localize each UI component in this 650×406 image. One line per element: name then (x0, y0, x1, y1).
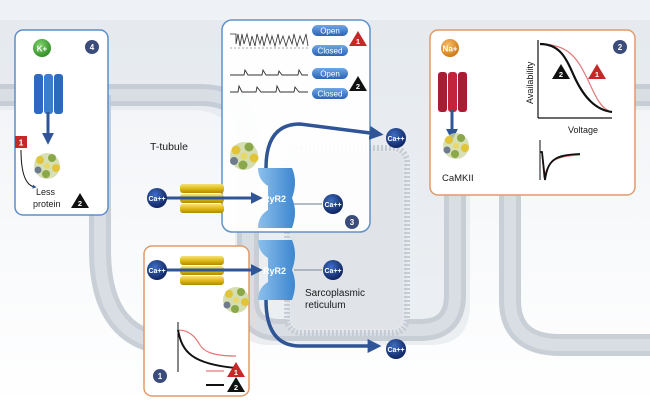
recording-trace-2 (230, 68, 308, 93)
svg-text:2: 2 (78, 199, 82, 208)
marker-1-icon: 1 (349, 31, 367, 46)
calcium-ion-icon: Ca++ (386, 339, 406, 359)
svg-text:Ca++: Ca++ (387, 136, 404, 143)
calcium-ion-icon: Ca++ (147, 188, 167, 208)
open-pill-1 (312, 25, 348, 36)
panel-number-4-label: 4 (90, 43, 95, 52)
ltype-channel-lower-icon (180, 256, 224, 285)
svg-text:Open: Open (320, 27, 340, 36)
svg-text:2: 2 (618, 43, 623, 52)
marker-2-icon: 2 (71, 193, 89, 208)
availability-axis-label: Availability (525, 61, 535, 104)
sodium-channel-icon (438, 72, 467, 112)
closed-pill-1 (312, 45, 348, 56)
camkii-complex-icon (34, 153, 60, 179)
svg-text:1: 1 (158, 372, 163, 381)
ltype-current-trace (177, 322, 237, 372)
svg-text:3: 3 (350, 218, 355, 227)
protein-label: protein (33, 199, 61, 209)
sodium-ion-label: Na+ (443, 45, 458, 54)
ryr2-lower: RyR2 (258, 240, 295, 300)
panel-number-4 (85, 40, 99, 54)
marker-1-icon: 1 (588, 64, 606, 79)
svg-text:1: 1 (356, 37, 360, 46)
marker-2-icon: 2 (552, 64, 570, 79)
svg-text:Ca++: Ca++ (148, 196, 165, 203)
sr-label-line1: Sarcoplasmic (305, 288, 365, 299)
panel-number-1 (153, 369, 167, 383)
open-pill-2 (312, 68, 348, 79)
potassium-ion-icon (33, 39, 51, 57)
marker-1-icon: 1 (15, 136, 27, 148)
ryr2-upper: RyR2 (258, 168, 295, 228)
availability-graph: Availability Voltage 2 1 (525, 40, 613, 135)
camkii-complex-icon (230, 142, 259, 170)
closed-pill-2 (312, 88, 348, 99)
ryr2-lower-label: RyR2 (263, 266, 286, 276)
camkii-complex-icon (223, 287, 249, 313)
svg-text:1: 1 (19, 138, 24, 148)
svg-text:1: 1 (595, 70, 599, 79)
potassium-ion-label: K+ (37, 45, 48, 54)
less-label: Less (36, 187, 56, 197)
svg-text:2: 2 (559, 70, 563, 79)
ryr2-upper-label: RyR2 (263, 194, 286, 204)
svg-text:Closed: Closed (318, 47, 343, 56)
svg-text:1: 1 (234, 368, 238, 377)
marker-2-icon: 2 (349, 76, 367, 91)
svg-text:2: 2 (356, 82, 360, 91)
panel-4-potassium: K+ 4 1 Less protein 2 (14, 29, 109, 216)
calcium-ion-icon: Ca++ (323, 194, 343, 214)
calcium-ion-icon: Ca++ (147, 260, 167, 280)
marker-2-icon: 2 (227, 377, 245, 392)
ca-release-arrow-lower (264, 299, 382, 353)
svg-text:Ca++: Ca++ (148, 268, 165, 275)
panel-2-sodium: Na+ 2 CaMKII Availability Voltage (429, 29, 636, 196)
panel-number-3 (345, 215, 359, 229)
ca-release-arrow-upper (264, 122, 384, 169)
calcium-ion-icon: Ca++ (386, 128, 406, 148)
camkii-complex-icon (443, 133, 469, 159)
panel-number-2 (613, 40, 627, 54)
svg-text:Ca++: Ca++ (324, 202, 341, 209)
svg-text:Ca++: Ca++ (387, 347, 404, 354)
camkii-label: CaMKII (442, 173, 474, 184)
svg-text:2: 2 (234, 383, 238, 392)
t-tubule-label: T-tubule (150, 141, 188, 153)
voltage-axis-label: Voltage (568, 125, 598, 135)
sodium-ion-icon (441, 39, 459, 57)
sodium-current-trace (539, 140, 581, 181)
calcium-ion-icon: Ca++ (323, 260, 343, 280)
panel-3-ryr2-recordings: Open Closed 1 Open Closed 2 3 (221, 19, 371, 233)
sr-label-line2: reticulum (305, 300, 346, 311)
recording-trace-1 (230, 32, 309, 49)
marker-1-icon: 1 (227, 362, 245, 377)
svg-text:Closed: Closed (318, 90, 343, 99)
potassium-channel-icon (34, 74, 63, 114)
svg-text:Ca++: Ca++ (324, 268, 341, 275)
svg-text:Open: Open (320, 70, 340, 79)
